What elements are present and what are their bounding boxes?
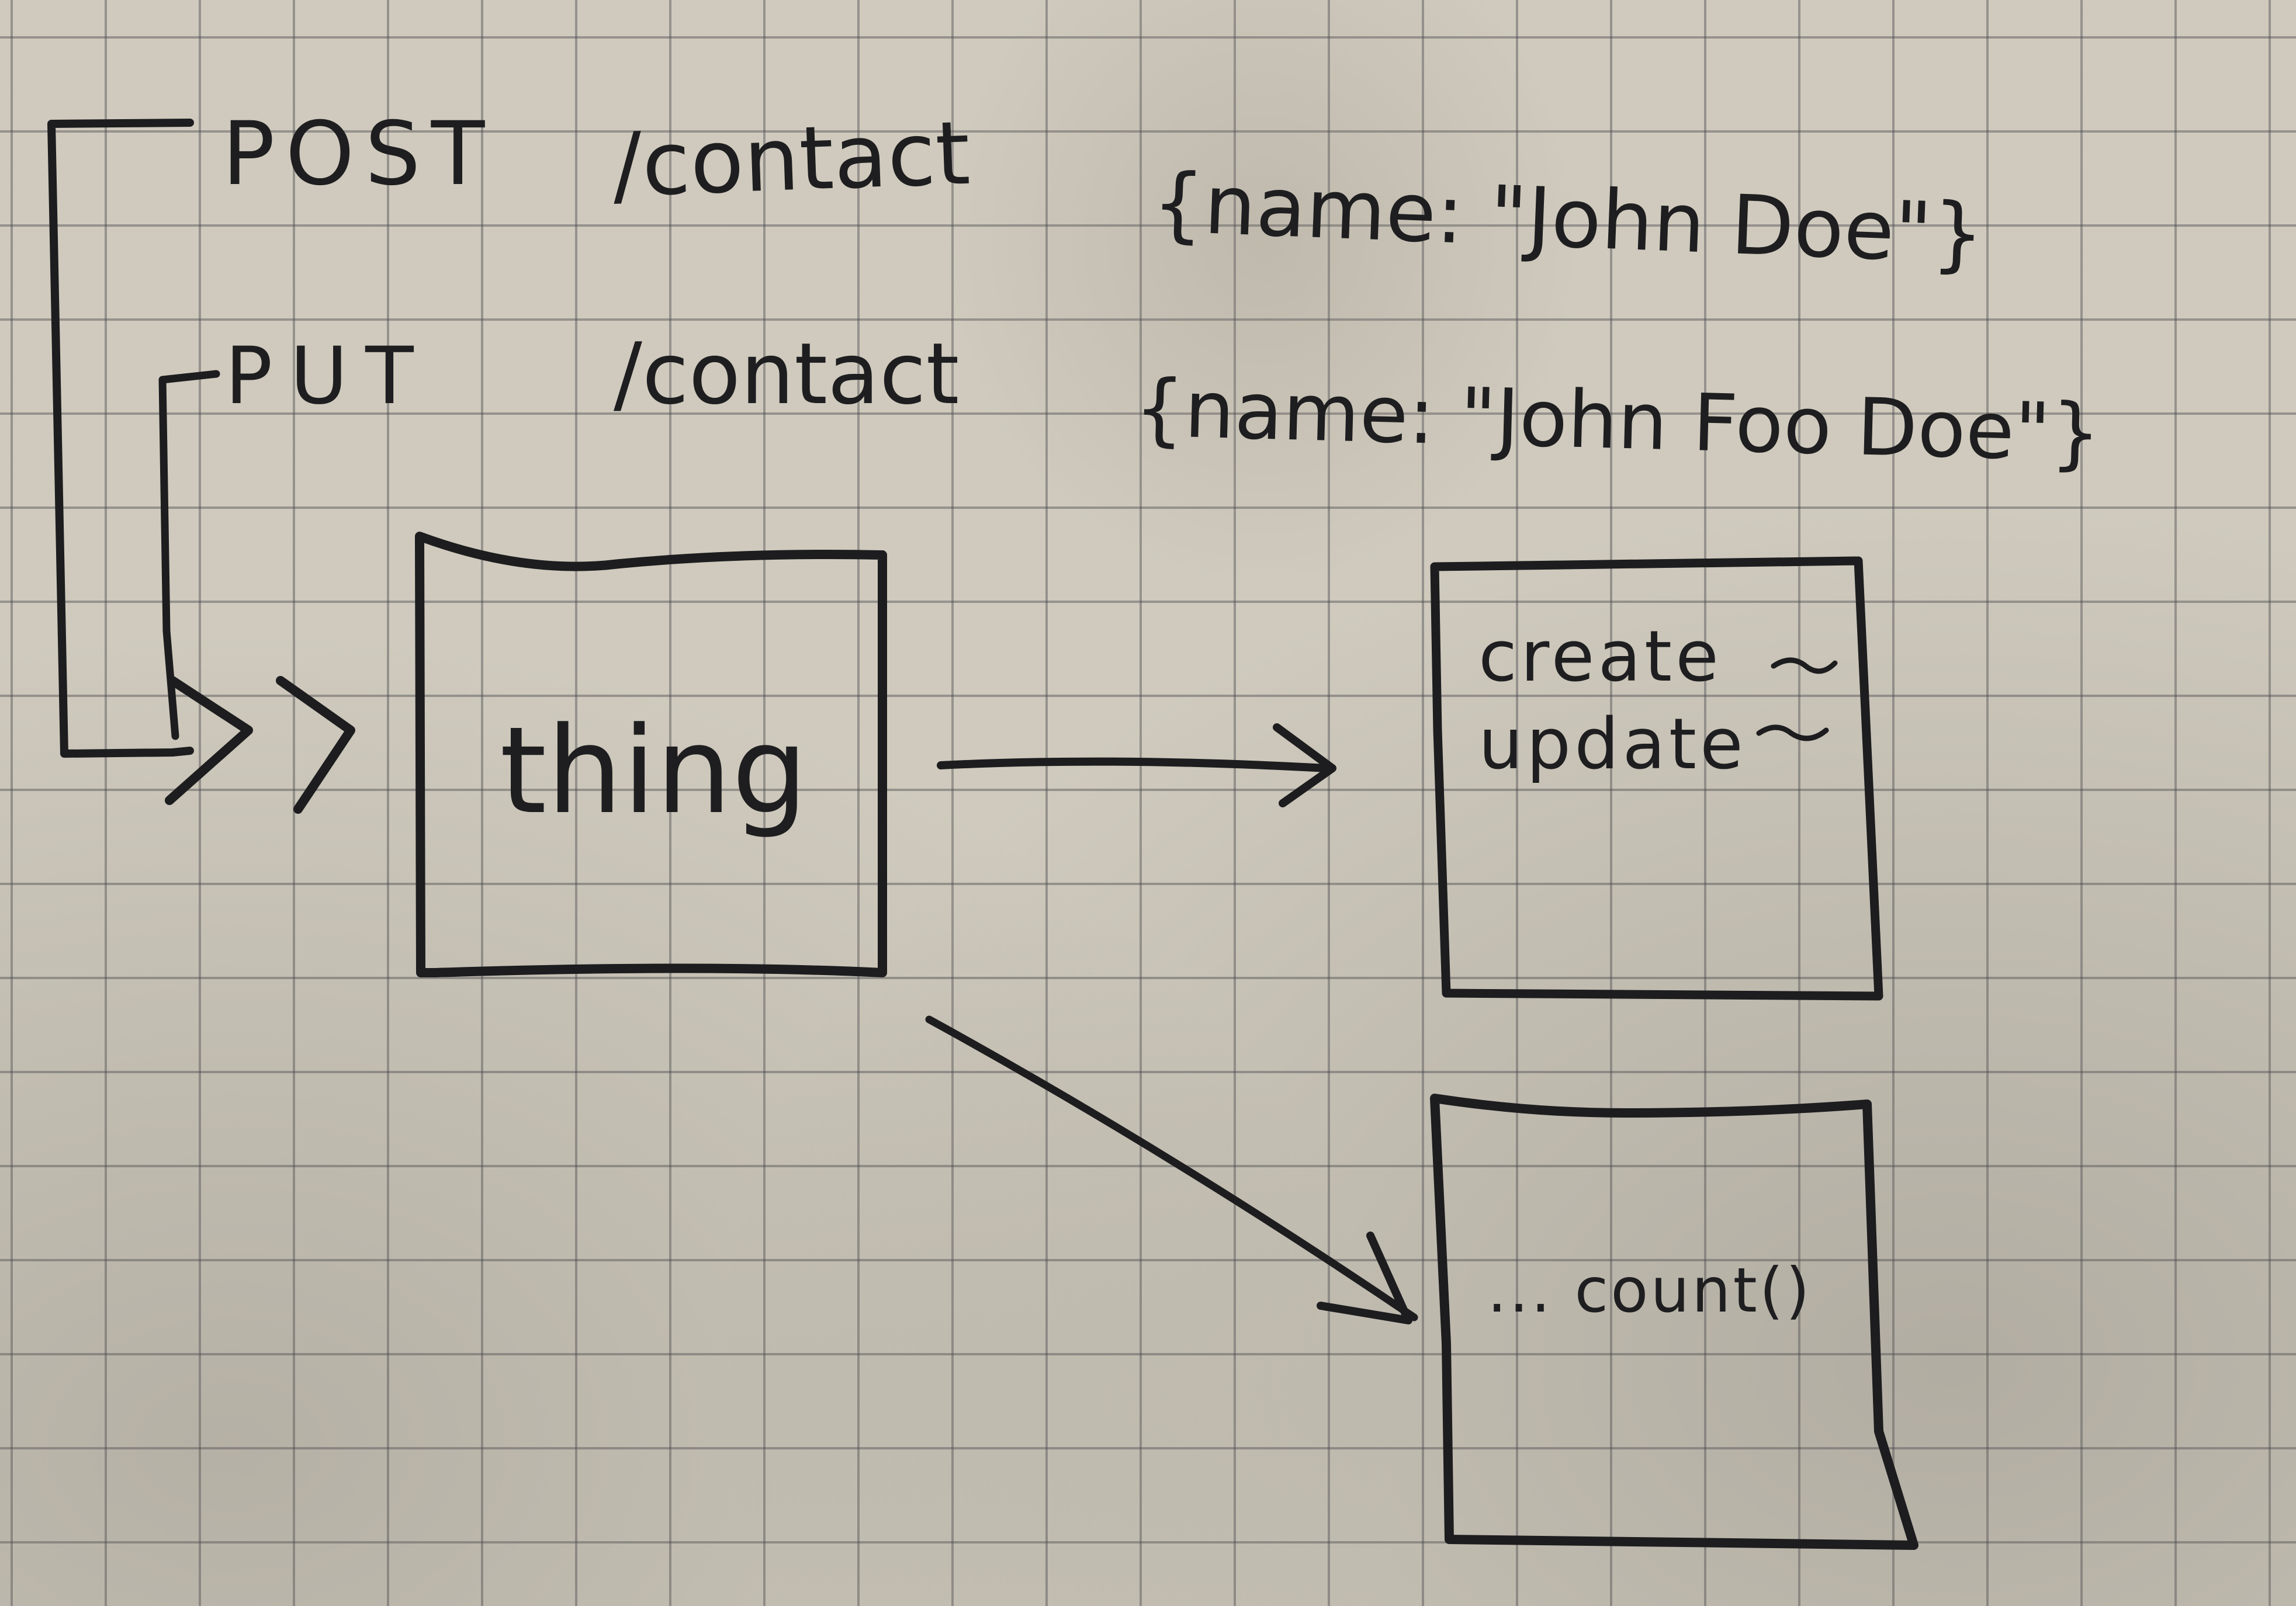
post-connector-line	[47, 119, 194, 758]
arrow-to-counter-head	[1317, 1232, 1412, 1324]
box-handlers-line-create: create	[1478, 616, 1722, 698]
request-put-path: /contact	[614, 325, 959, 424]
box-handlers-create-squiggle	[1771, 657, 1838, 674]
arrow-to-handlers-head	[1273, 723, 1336, 807]
request-put: PUT /contact {name: "John Foo Doe"}	[225, 325, 2102, 479]
request-post: POST /contact {name: "John Doe"}	[222, 103, 1986, 283]
box-handlers: create update	[1430, 556, 1883, 1001]
request-post-body: {name: "John Doe"}	[1151, 155, 1986, 283]
request-post-method: POST	[222, 103, 495, 205]
arrow-to-counter	[925, 1015, 1418, 1324]
put-arrowhead	[276, 676, 355, 814]
box-counter: ... count()	[1430, 1094, 1918, 1550]
box-thing-border	[415, 532, 887, 977]
post-arrowhead	[165, 676, 253, 805]
arrow-to-counter-line	[925, 1015, 1418, 1321]
box-thing: thing	[415, 532, 887, 977]
box-handlers-update-squiggle	[1756, 724, 1829, 741]
arrow-to-handlers-line	[937, 757, 1331, 772]
box-thing-label: thing	[500, 702, 808, 841]
box-counter-border	[1430, 1094, 1918, 1550]
request-put-body: {name: "John Foo Doe"}	[1133, 362, 2102, 479]
box-counter-label: ... count()	[1487, 1255, 1812, 1326]
arrow-to-handlers	[937, 723, 1336, 807]
box-handlers-border	[1430, 556, 1883, 1001]
request-put-method: PUT	[225, 330, 431, 422]
request-connectors	[47, 119, 355, 814]
request-post-path: /contact	[611, 103, 972, 217]
box-handlers-line-update: update	[1478, 704, 1747, 785]
